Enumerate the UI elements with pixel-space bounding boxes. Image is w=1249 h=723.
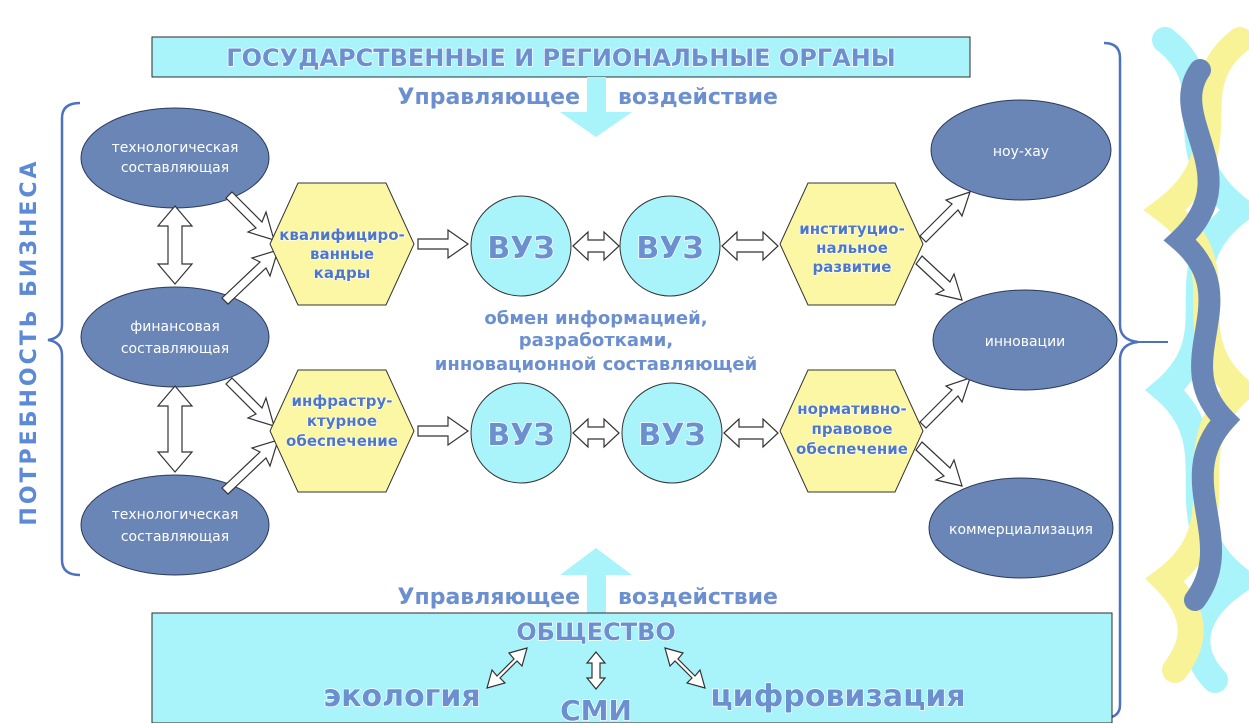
society-arrows: [486, 647, 706, 690]
society-item-media: СМИ: [560, 694, 632, 723]
hex-right-1-line1: институцио-: [799, 220, 905, 238]
bottom-influence-left: Управляющее: [398, 585, 580, 610]
left-brace: [47, 101, 81, 577]
hexagon-qualified-staff: квалифициро- ванные кадры: [269, 182, 415, 306]
center-text-line1: обмен информацией,: [484, 308, 707, 329]
right-ellipse-3-label: коммерциализация: [949, 522, 1093, 538]
side-label: ПОТРЕБНОСТЬ БИЗНЕСА: [17, 158, 42, 525]
top-influence-arrow: [560, 77, 632, 137]
hexagon-institutional: институцио- нальное развитие: [779, 182, 924, 306]
right-ellipse-2-label: инновации: [985, 334, 1066, 350]
left-ellipse-1-line2: составляющая: [121, 160, 229, 176]
vuz-circle-1: ВУЗ: [470, 195, 572, 297]
hex-right-2-line1: нормативно-: [797, 400, 906, 418]
top-banner: ГОСУДАРСТВЕННЫЕ И РЕГИОНАЛЬНЫЕ ОРГАНЫ: [151, 36, 971, 78]
hex-left-2-line3: обеспечение: [286, 432, 398, 450]
left-ellipse-3-line1: технологическая: [112, 507, 239, 523]
right-diagonal-arrows: [915, 191, 971, 487]
top-influence-left: Управляющее: [398, 85, 580, 110]
left-ellipse-2: финансовая составляющая: [80, 286, 270, 388]
vertical-double-arrow-lower: [156, 385, 194, 473]
dna-helix-decoration: [1143, 27, 1249, 693]
left-ellipse-3: технологическая составляющая: [80, 474, 270, 576]
left-ellipse-1: технологическая составляющая: [80, 107, 270, 209]
left-ellipse-1-line1: технологическая: [112, 140, 239, 156]
society-item-ecology: экология: [323, 679, 480, 714]
left-diagonal-arrows: [221, 191, 279, 495]
hex-right-1-line3: развитие: [813, 258, 892, 276]
vuz-1-label: ВУЗ: [487, 231, 554, 266]
society-title: ОБЩЕСТВО: [516, 618, 676, 646]
vuz-2-label: ВУЗ: [636, 231, 703, 266]
hexagon-infrastructure: инфрастру- ктурное обеспечение: [269, 369, 415, 493]
center-text-line3: инновационной составляющей: [435, 354, 757, 375]
right-ellipse-commercialization: коммерциализация: [928, 477, 1114, 579]
vuz-circle-2: ВУЗ: [619, 195, 721, 297]
hex-left-1-line3: кадры: [314, 264, 371, 282]
hex-right-1-line2: нальное: [816, 239, 888, 257]
hex-left-1-line1: квалифициро-: [279, 226, 405, 244]
bottom-influence-right: воздействие: [618, 585, 778, 610]
society-item-digitalization: цифровизация: [710, 679, 965, 714]
center-text-line2: разработками,: [519, 330, 673, 351]
hexagon-legal: нормативно- правовое обеспечение: [779, 369, 924, 493]
right-ellipse-innovation: инновации: [932, 289, 1118, 391]
left-ellipse-2-line2: составляющая: [121, 341, 229, 357]
top-banner-text: ГОСУДАРСТВЕННЫЕ И РЕГИОНАЛЬНЫЕ ОРГАНЫ: [226, 44, 895, 72]
vuz-circle-3: ВУЗ: [470, 382, 572, 484]
hex-left-1-line2: ванные: [310, 245, 374, 263]
vuz-double-arrows: [572, 230, 779, 449]
left-ellipse-3-line2: составляющая: [121, 529, 229, 545]
top-influence-right: воздействие: [618, 85, 778, 110]
society-box: ОБЩЕСТВО экология СМИ цифровизация: [151, 612, 1113, 723]
vertical-double-arrow-upper: [156, 205, 194, 285]
hex-left-2-line2: ктурное: [307, 412, 377, 430]
bottom-influence-arrow: [560, 548, 632, 615]
hex-left-2-line1: инфрастру-: [292, 392, 393, 410]
left-ellipse-2-line1: финансовая: [130, 319, 219, 335]
vuz-4-label: ВУЗ: [638, 418, 705, 453]
hex-right-2-line2: правовое: [812, 420, 893, 438]
right-ellipse-1-label: ноу-хау: [993, 144, 1049, 160]
hex-to-vuz-arrows: [417, 228, 470, 447]
right-ellipse-know-how: ноу-хау: [930, 99, 1112, 201]
vuz-3-label: ВУЗ: [487, 418, 554, 453]
vuz-circle-4: ВУЗ: [621, 382, 723, 484]
hex-right-2-line3: обеспечение: [796, 440, 908, 458]
